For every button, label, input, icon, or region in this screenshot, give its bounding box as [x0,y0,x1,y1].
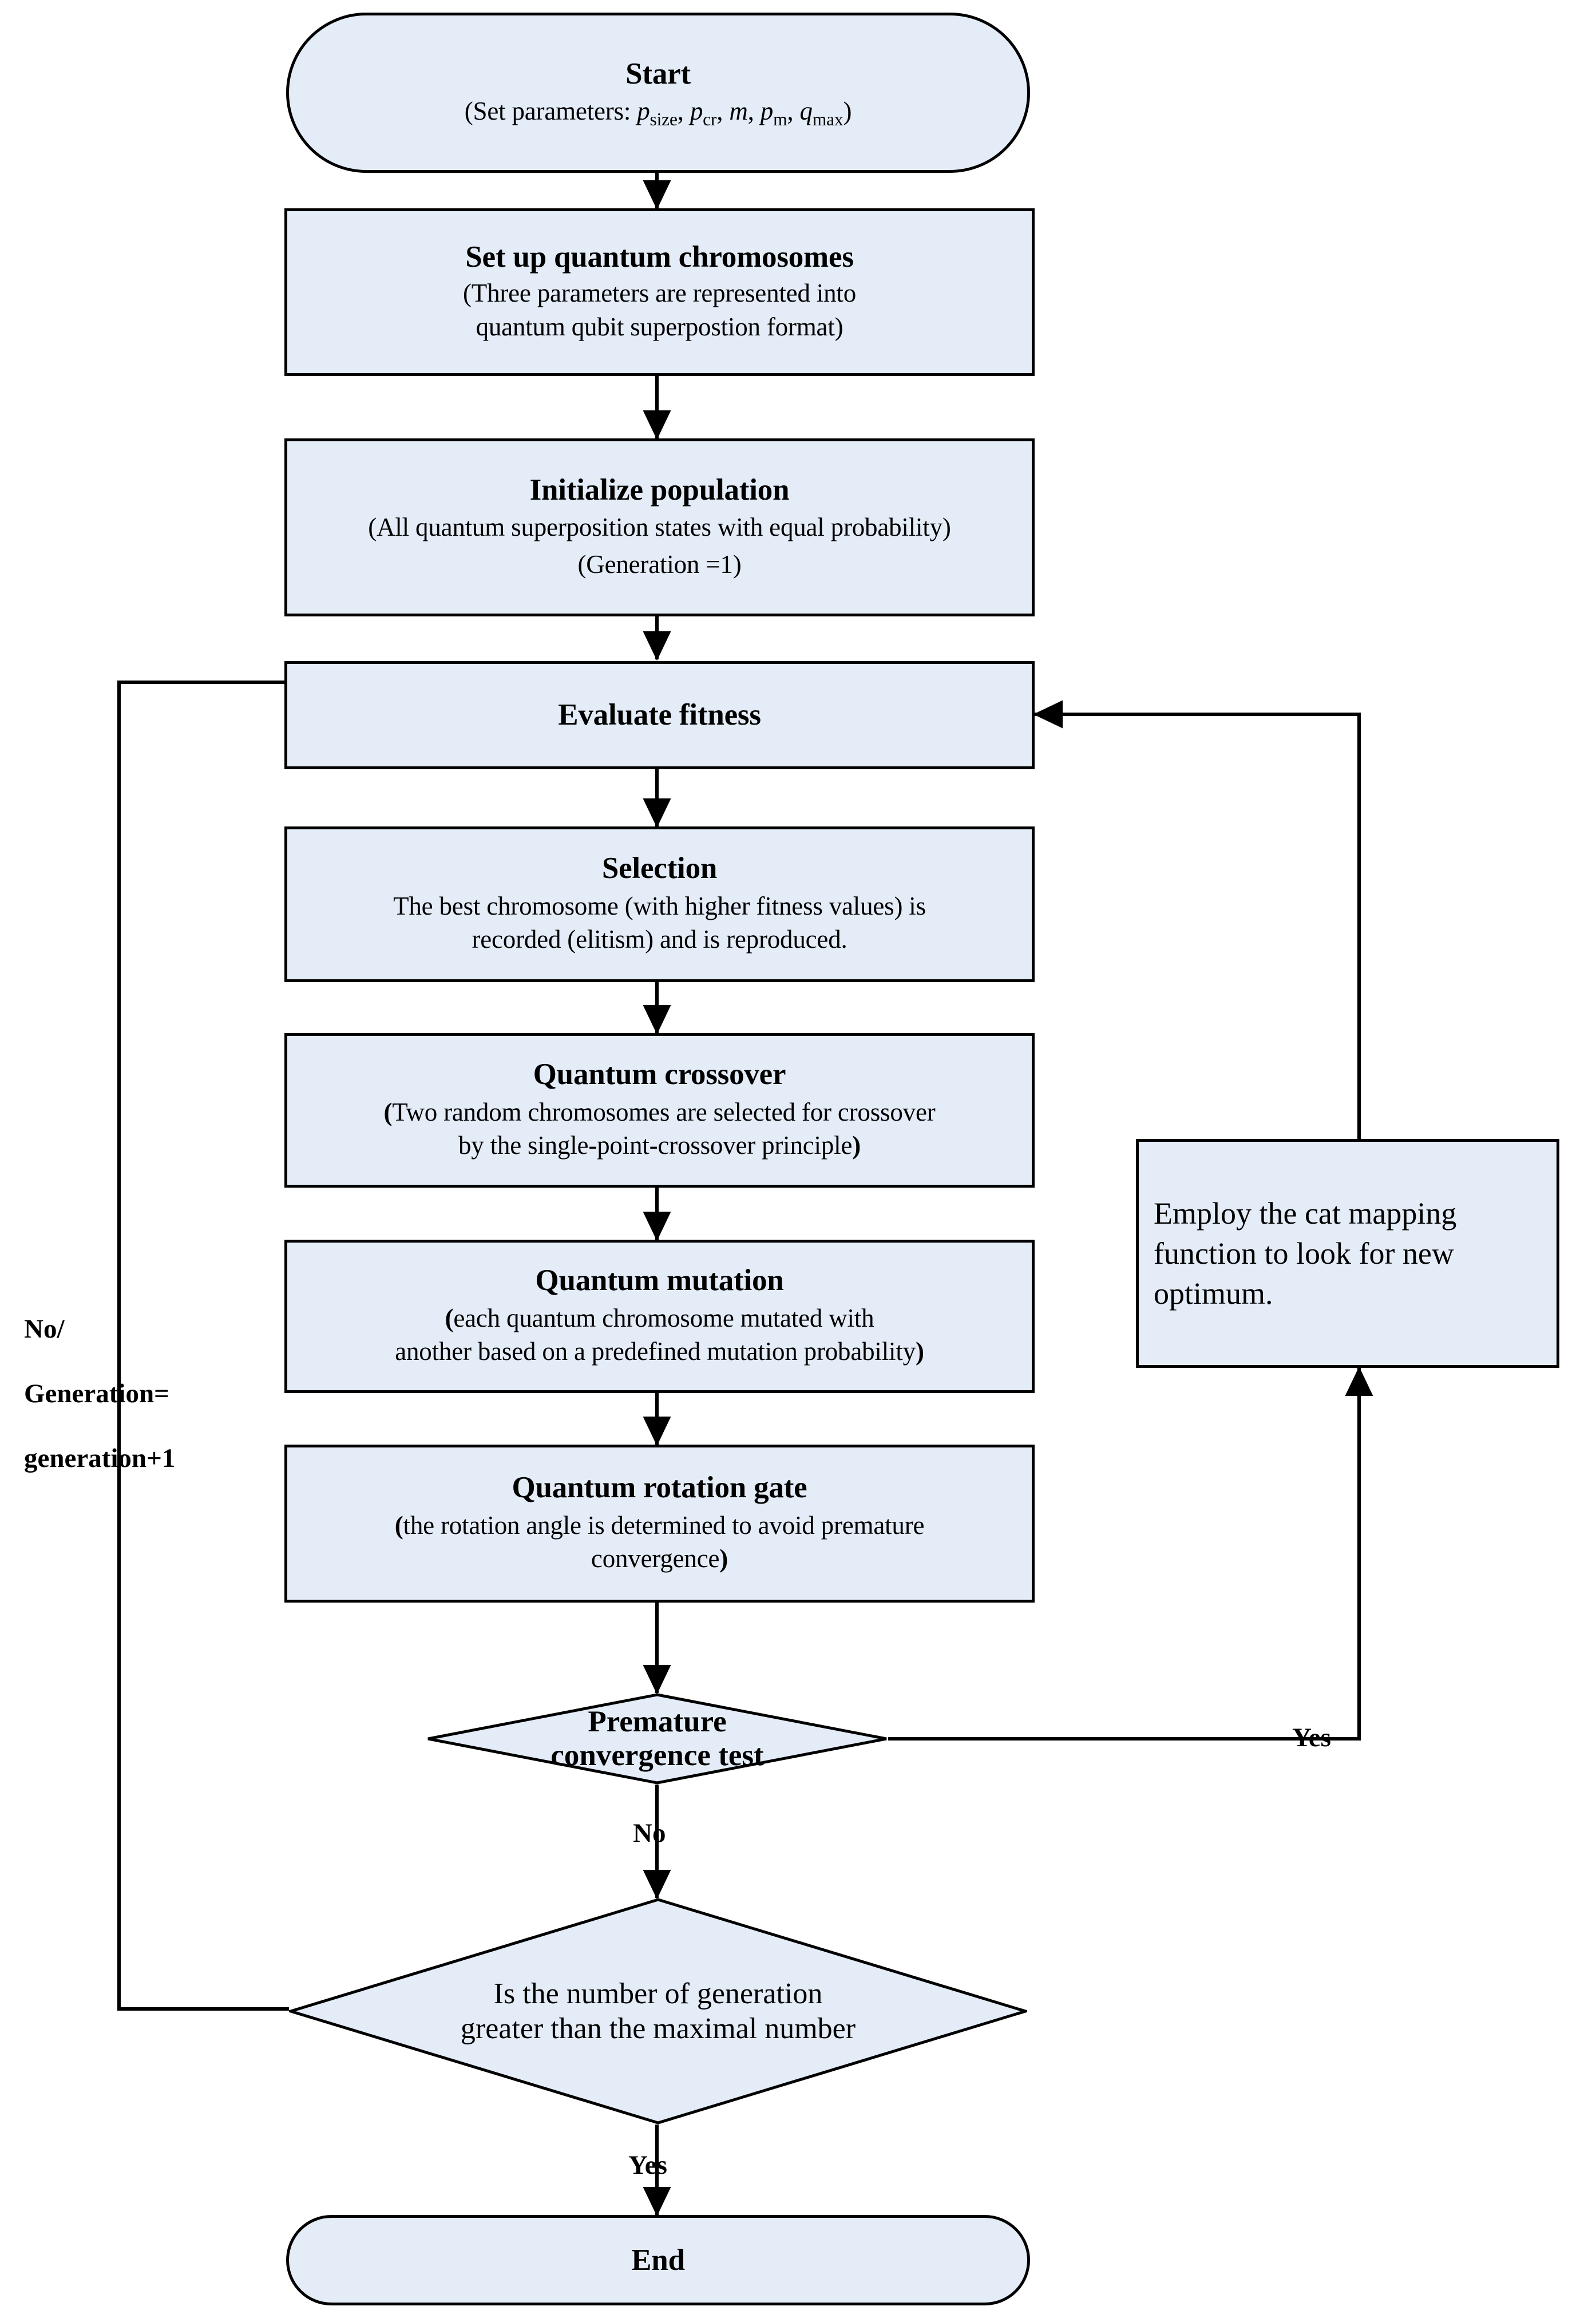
mutation-text-1: each quantum chromosome mutated with [453,1303,874,1332]
edge-label-no-premature: No [633,1818,666,1848]
node-setup-line-2: quantum qubit superpostion format) [476,312,843,341]
node-quantum-rotation-gate[interactable]: Quantum rotation gate (the rotation angl… [284,1445,1035,1603]
crossover-close-paren: ) [852,1131,861,1160]
start-param-q-max-sub: max [812,109,843,129]
node-setup-quantum-chromosomes[interactable]: Set up quantum chromosomes (Three parame… [284,208,1035,376]
mutation-text-2: another based on a predefined mutation p… [395,1337,916,1366]
start-param-p-cr: p [690,96,703,125]
mutation-close-paren: ) [915,1337,924,1366]
premature-diamond-shape [427,1693,887,1785]
edge-label-yes-generation: Yes [628,2150,667,2180]
node-cat-mapping[interactable]: Employ the cat mapping function to look … [1136,1139,1559,1368]
crossover-text-1: Two random chromosomes are selected for … [392,1097,936,1126]
node-init-line-2: (Generation =1) [577,549,742,579]
generation-diamond-shape [289,1898,1027,2125]
node-premature-convergence-test[interactable]: Premature convergence test [426,1693,888,1785]
crossover-text-2: by the single-point-crossover principle [458,1131,853,1160]
rotation-close-paren: ) [719,1544,728,1573]
node-init-line-1: (All quantum superposition states with e… [368,513,951,542]
crossover-open-paren: ( [383,1097,393,1126]
node-quantum-mutation[interactable]: Quantum mutation (each quantum chromosom… [284,1240,1035,1393]
node-selection-line-2: recorded (elitism) and is reproduced. [472,925,847,954]
edge-label-yes-premature: Yes [1292,1723,1331,1753]
rotation-text-2: convergence [591,1544,720,1573]
mutation-open-paren: ( [445,1303,454,1332]
node-crossover-line-2: by the single-point-crossover principle) [458,1129,861,1162]
node-mutation-title: Quantum mutation [535,1264,784,1298]
start-sep-4: , [787,96,800,125]
rotation-text-1: the rotation angle is determined to avoi… [403,1510,925,1540]
start-sep-3: , [747,96,761,125]
node-setup-title: Set up quantum chromosomes [465,240,854,274]
start-param-p-m: p [760,96,774,125]
start-param-q-max: q [799,96,813,125]
node-start-subtitle: (Set parameters: psize, pcr, m, pm, qmax… [465,94,852,128]
node-selection-line-1: The best chromosome (with higher fitness… [393,891,926,920]
start-param-p-size-sub: size [650,109,678,129]
edge-label-no-generation: No/ Generation= generation+1 [24,1281,264,1507]
start-sep-2: , [716,96,730,125]
no-generation-line-1: No/ [24,1314,65,1344]
node-start[interactable]: Start (Set parameters: psize, pcr, m, pm… [286,13,1030,173]
node-end[interactable]: End [286,2215,1030,2305]
node-cat-mapping-text: Employ the cat mapping function to look … [1154,1196,1457,1311]
node-selection-title: Selection [601,852,718,885]
node-evaluate-fitness[interactable]: Evaluate fitness [284,661,1035,769]
rotation-open-paren: ( [394,1510,403,1540]
start-param-prefix: (Set parameters: [464,96,637,125]
start-param-p-cr-sub: cr [703,109,717,129]
node-init-title: Initialize population [529,473,790,507]
no-generation-line-3: generation+1 [24,1443,176,1473]
node-selection[interactable]: Selection The best chromosome (with high… [284,826,1035,982]
start-param-p-size: p [637,96,650,125]
node-setup-line-1: (Three parameters are represented into [463,279,856,308]
node-crossover-title: Quantum crossover [533,1058,786,1091]
no-generation-line-2: Generation= [24,1379,169,1409]
node-generation-test[interactable]: Is the number of generation greater than… [289,1898,1027,2125]
start-param-suffix: ) [843,96,852,125]
start-param-p-m-sub: m [773,109,787,129]
node-evaluate-title: Evaluate fitness [558,698,761,732]
edge-cat-mapping-to-evaluate [1033,700,1361,1139]
node-mutation-line-1: (each quantum chromosome mutated with [445,1302,874,1335]
node-end-title: End [631,2243,685,2277]
node-rotation-line-2: convergence) [591,1542,728,1576]
node-rotation-title: Quantum rotation gate [512,1471,807,1505]
start-param-m: m [729,96,748,125]
node-mutation-line-2: another based on a predefined mutation p… [395,1335,924,1368]
node-quantum-crossover[interactable]: Quantum crossover (Two random chromosome… [284,1033,1035,1188]
node-start-title: Start [625,57,691,90]
node-rotation-line-1: (the rotation angle is determined to avo… [395,1509,925,1542]
node-initialize-population[interactable]: Initialize population (All quantum super… [284,438,1035,616]
node-crossover-line-1: (Two random chromosomes are selected for… [383,1095,935,1129]
start-sep-1: , [677,96,690,125]
